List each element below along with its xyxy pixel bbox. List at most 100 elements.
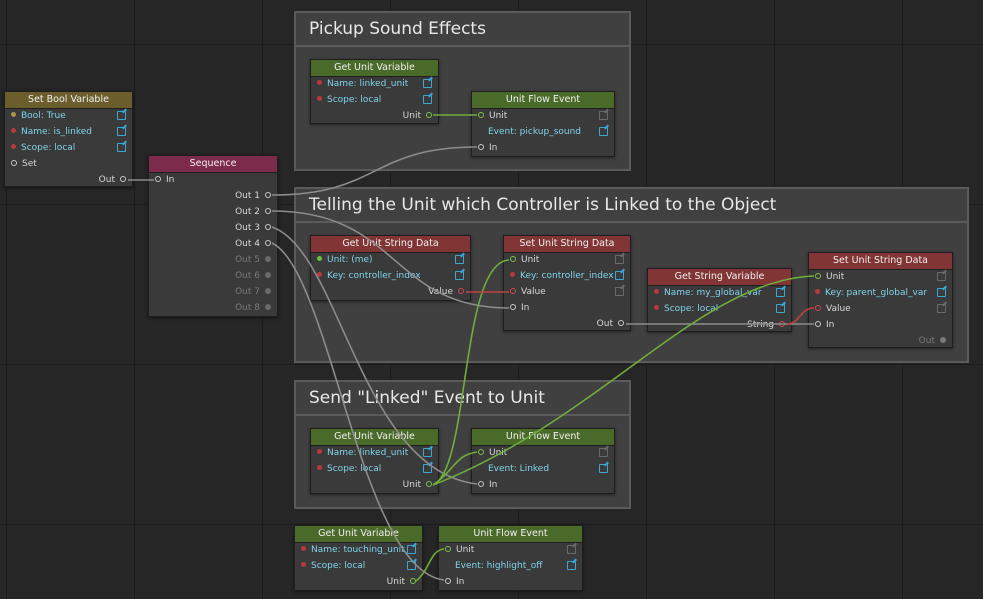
port-scope[interactable]: Scope: local <box>654 302 718 316</box>
node-get-unit-variable-touching[interactable]: Get Unit Variable Name: touching_unit Sc… <box>294 525 423 591</box>
group-body <box>296 45 629 169</box>
port-out-4[interactable]: Out 4 <box>235 237 271 251</box>
port-out-8[interactable]: Out 8 <box>235 301 271 315</box>
port-unit[interactable]: Unit <box>445 543 474 557</box>
port-scope[interactable]: Scope: local <box>317 93 381 107</box>
edit-icon[interactable] <box>423 95 432 104</box>
node-title: Set Unit String Data <box>504 236 630 253</box>
edit-icon[interactable] <box>567 561 576 570</box>
port-event[interactable]: Event: pickup_sound <box>488 127 582 137</box>
node-title: Get Unit Variable <box>295 526 422 543</box>
port-event[interactable]: Event: highlight_off <box>455 561 543 571</box>
node-set-bool-variable[interactable]: Set Bool Variable Bool: True Name: is_li… <box>4 91 133 187</box>
port-value-out[interactable]: Value <box>428 285 464 299</box>
port-dot <box>11 128 16 133</box>
edit-icon[interactable] <box>599 448 608 457</box>
node-unit-flow-event-highlight-off[interactable]: Unit Flow Event Unit Event: highlight_of… <box>438 525 583 591</box>
node-title: Unit Flow Event <box>439 526 582 543</box>
port-name[interactable]: Name: linked_unit <box>317 77 408 91</box>
port-in[interactable]: In <box>445 575 464 589</box>
port-bool[interactable]: Bool: True <box>11 109 66 123</box>
port-scope[interactable]: Scope: local <box>301 559 365 573</box>
edit-icon[interactable] <box>423 464 432 473</box>
port-name[interactable]: Name: linked_unit <box>317 446 408 460</box>
port-in[interactable]: In <box>478 478 497 492</box>
node-set-unit-string-data-2[interactable]: Set Unit String Data Unit Key: parent_gl… <box>808 252 953 348</box>
node-unit-flow-event-pickup-sound[interactable]: Unit Flow Event Unit Event: pickup_sound… <box>471 91 615 157</box>
node-get-unit-variable-linked-2[interactable]: Get Unit Variable Name: linked_unit Scop… <box>310 428 439 494</box>
port-unit[interactable]: Unit <box>478 446 507 460</box>
edit-icon[interactable] <box>455 271 464 280</box>
edit-icon[interactable] <box>407 545 416 554</box>
node-set-unit-string-data-1[interactable]: Set Unit String Data Unit Key: controlle… <box>503 235 631 331</box>
edit-icon[interactable] <box>615 287 624 296</box>
port-key[interactable]: Key: parent_global_var <box>815 286 927 300</box>
edit-icon[interactable] <box>117 111 126 120</box>
edit-icon[interactable] <box>937 288 946 297</box>
port-out-2[interactable]: Out 2 <box>235 205 271 219</box>
port-event[interactable]: Event: Linked <box>488 464 550 474</box>
port-out-6[interactable]: Out 6 <box>235 269 271 283</box>
port-out-7[interactable]: Out 7 <box>235 285 271 299</box>
port-unit[interactable]: Unit <box>510 253 539 267</box>
edit-icon[interactable] <box>407 561 416 570</box>
edit-icon[interactable] <box>599 464 608 473</box>
edit-icon[interactable] <box>567 545 576 554</box>
port-set[interactable]: Set <box>11 157 37 171</box>
edit-icon[interactable] <box>776 304 785 313</box>
port-out-3[interactable]: Out 3 <box>235 221 271 235</box>
edit-icon[interactable] <box>937 272 946 281</box>
port-out-5[interactable]: Out 5 <box>235 253 271 267</box>
group-title: Telling the Unit which Controller is Lin… <box>309 195 777 215</box>
edit-icon[interactable] <box>455 255 464 264</box>
edit-icon[interactable] <box>599 111 608 120</box>
port-out[interactable]: Out <box>597 317 624 331</box>
port-value[interactable]: Value <box>815 302 851 316</box>
port-out[interactable]: Out <box>99 173 126 187</box>
port-out[interactable]: Out <box>919 334 946 348</box>
port-in[interactable]: In <box>155 173 174 187</box>
port-unit-out[interactable]: Unit <box>403 478 432 492</box>
node-title: Get Unit Variable <box>311 60 438 77</box>
port-name[interactable]: Name: touching_unit <box>301 543 405 557</box>
port-scope[interactable]: Scope: local <box>11 141 75 155</box>
edit-icon[interactable] <box>776 288 785 297</box>
port-out-1[interactable]: Out 1 <box>235 189 271 203</box>
node-get-string-variable[interactable]: Get String Variable Name: my_global_var … <box>647 268 792 332</box>
edit-icon[interactable] <box>423 448 432 457</box>
port-name[interactable]: Name: is_linked <box>11 125 92 139</box>
port-value[interactable]: Value <box>510 285 546 299</box>
node-get-unit-string-data[interactable]: Get Unit String Data Unit: (me) Key: con… <box>310 235 471 301</box>
port-ring <box>120 175 126 182</box>
port-in[interactable]: In <box>478 141 497 155</box>
node-title: Get String Variable <box>648 269 791 286</box>
edit-icon[interactable] <box>117 143 126 152</box>
edit-icon[interactable] <box>599 127 608 136</box>
node-title: Unit Flow Event <box>472 429 614 446</box>
node-sequence[interactable]: Sequence In Out 1 Out 2 Out 3 Out 4 Out … <box>148 155 278 317</box>
edit-icon[interactable] <box>117 127 126 136</box>
group-title: Send "Linked" Event to Unit <box>309 388 545 408</box>
port-unit[interactable]: Unit <box>815 270 844 284</box>
port-unit[interactable]: Unit: (me) <box>317 253 373 267</box>
edit-icon[interactable] <box>615 255 624 264</box>
edit-icon[interactable] <box>615 271 624 280</box>
group-title: Pickup Sound Effects <box>309 19 486 39</box>
edit-icon[interactable] <box>937 304 946 313</box>
node-get-unit-variable-linked-1[interactable]: Get Unit Variable Name: linked_unit Scop… <box>310 59 439 124</box>
node-title: Get Unit Variable <box>311 429 438 446</box>
port-unit-out[interactable]: Unit <box>403 109 432 123</box>
port-scope[interactable]: Scope: local <box>317 462 381 476</box>
port-in[interactable]: In <box>510 301 529 315</box>
port-key[interactable]: Key: controller_index <box>317 269 421 283</box>
port-unit[interactable]: Unit <box>478 109 507 123</box>
node-title: Set Bool Variable <box>5 92 132 109</box>
port-ring <box>155 175 161 182</box>
port-name[interactable]: Name: my_global_var <box>654 286 762 300</box>
node-unit-flow-event-linked[interactable]: Unit Flow Event Unit Event: Linked In <box>471 428 615 494</box>
port-string-out[interactable]: String <box>747 318 785 332</box>
port-unit-out[interactable]: Unit <box>387 575 416 589</box>
edit-icon[interactable] <box>423 79 432 88</box>
port-key[interactable]: Key: controller_index <box>510 269 614 283</box>
port-in[interactable]: In <box>815 318 834 332</box>
